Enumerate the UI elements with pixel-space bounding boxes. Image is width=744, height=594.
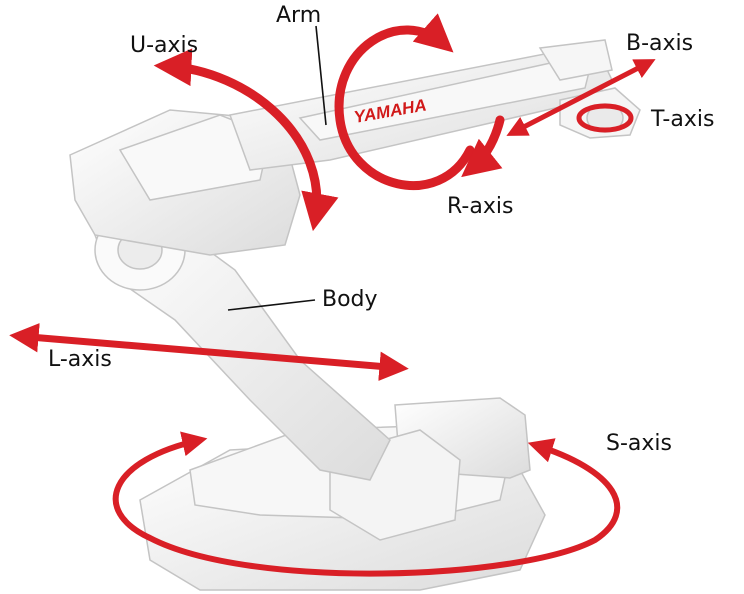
label-arm: Arm <box>276 3 321 28</box>
label-b-axis: B-axis <box>626 31 693 56</box>
label-s-axis: S-axis <box>606 431 672 456</box>
label-r-axis: R-axis <box>447 194 513 219</box>
label-l-axis: L-axis <box>48 347 112 372</box>
label-body: Body <box>322 287 378 312</box>
r-axis-ellipse-lower <box>470 120 500 170</box>
label-u-axis: U-axis <box>130 33 198 58</box>
label-t-axis: T-axis <box>650 107 714 132</box>
